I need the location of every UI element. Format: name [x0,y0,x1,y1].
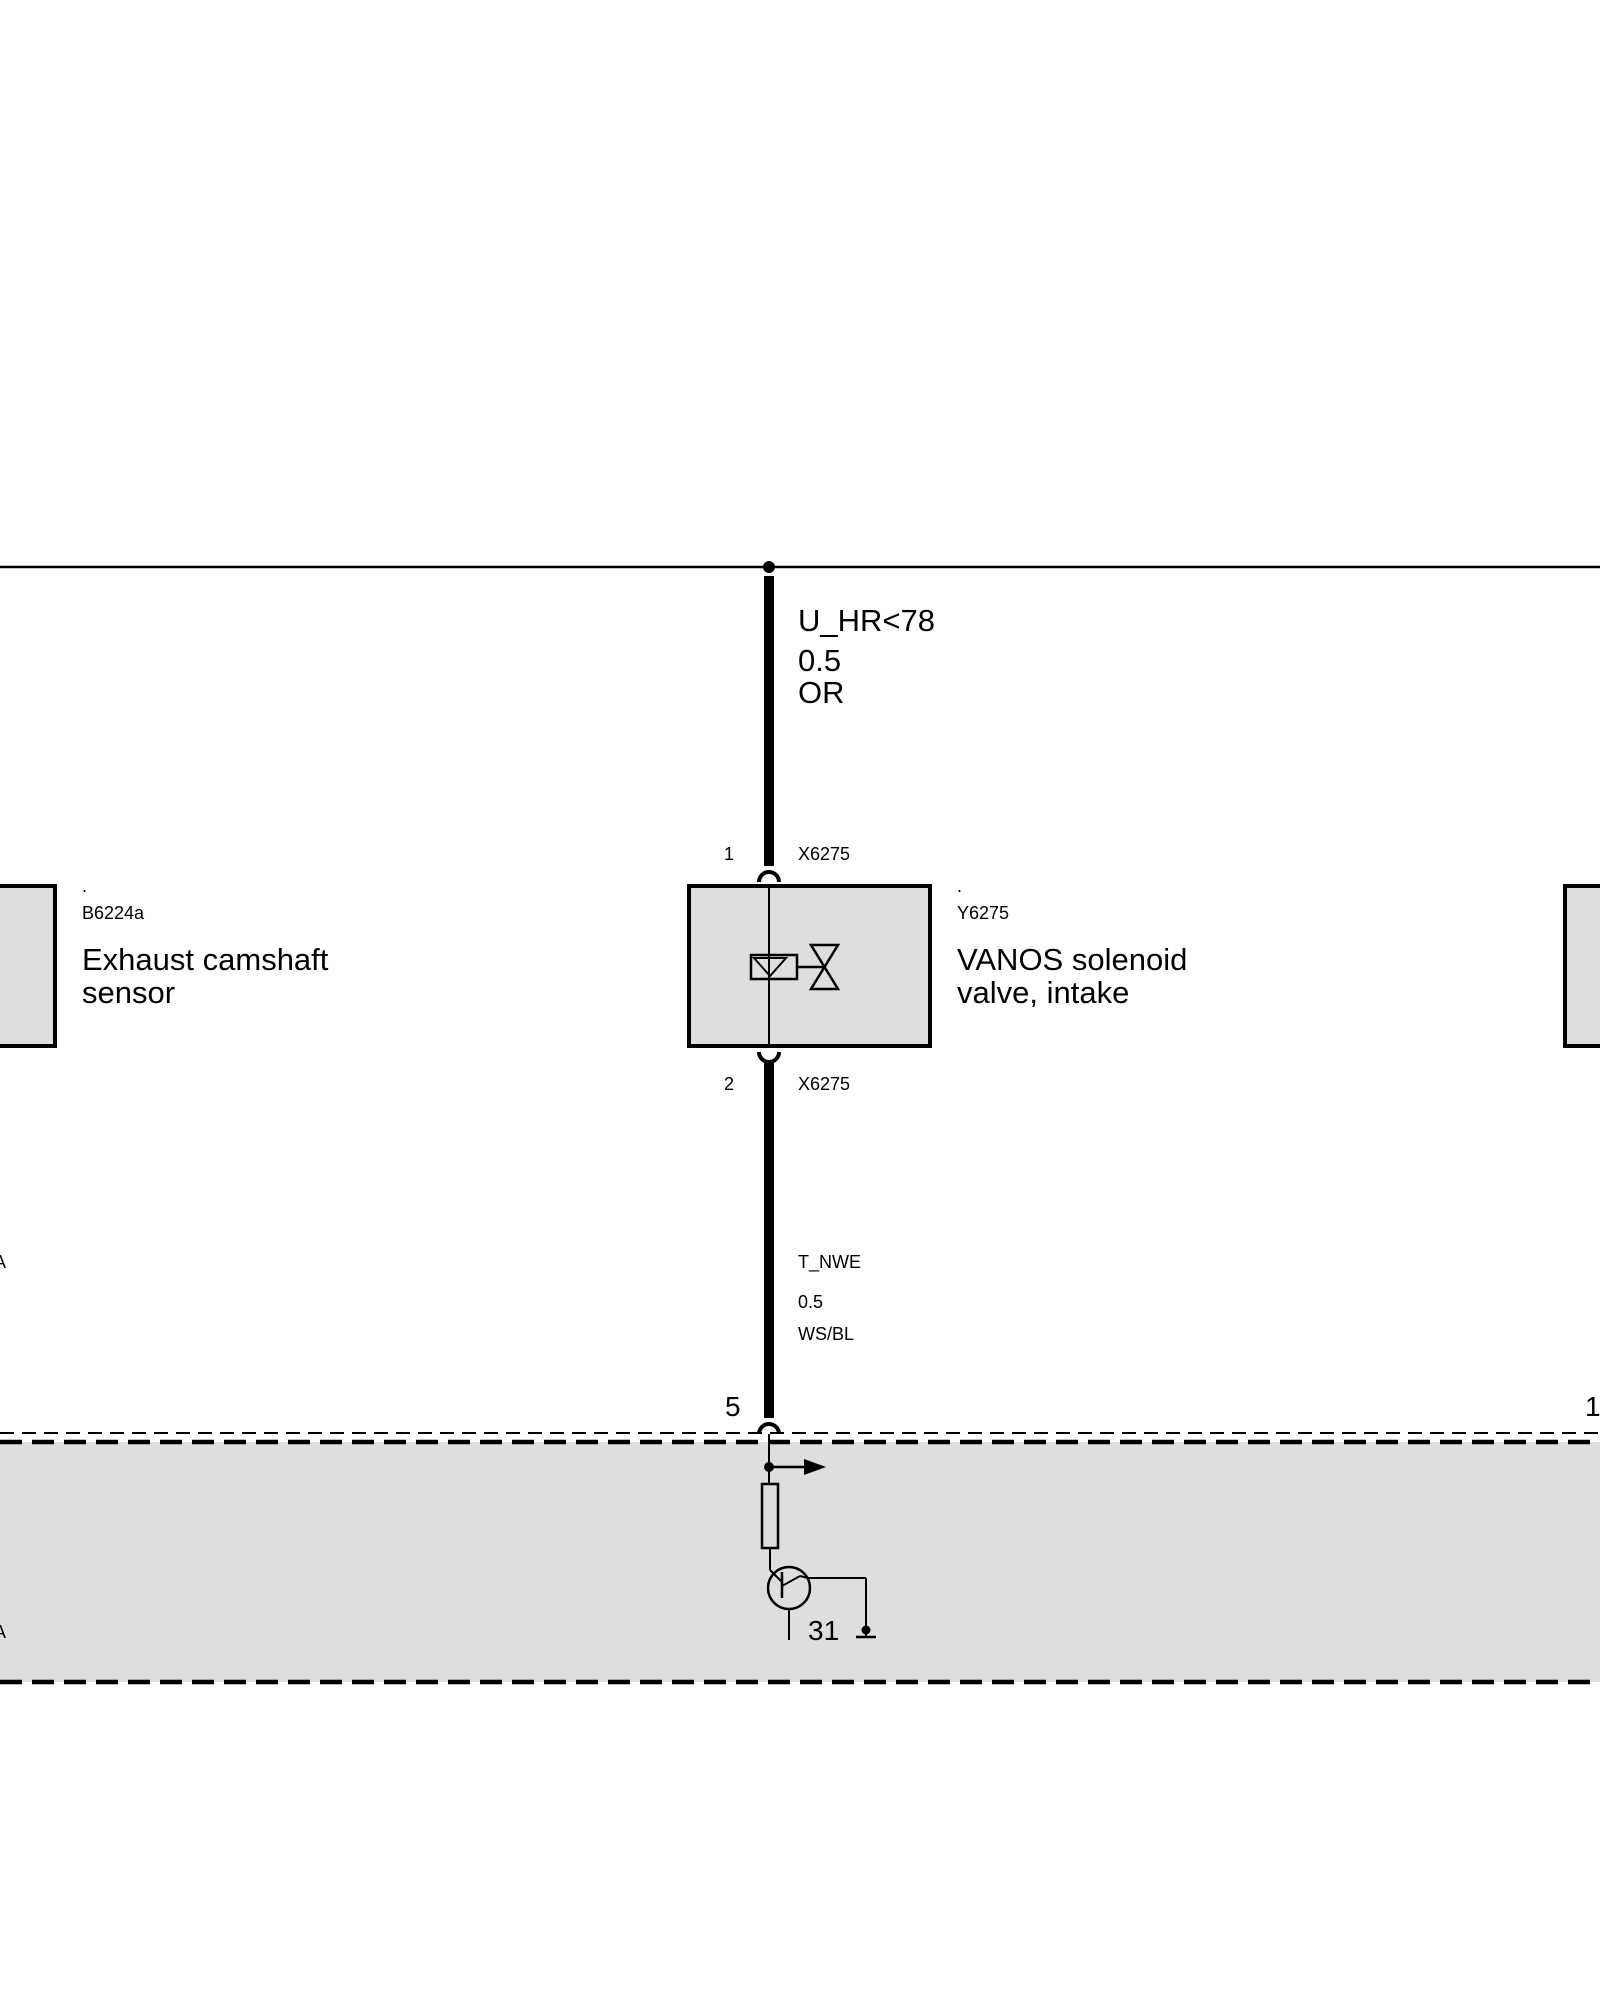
control-unit-pin-right: 1 [1585,1391,1600,1422]
wire-bottom-signal: T_NWE [798,1252,861,1273]
transistor-icon [766,1565,867,1640]
ground-icon [856,1625,876,1639]
center-component-name-line2: valve, intake [957,975,1129,1010]
signal-arrow-icon [804,1459,826,1475]
control-unit-pin-symbol [757,1422,781,1435]
center-component-code: Y6275 [957,903,1009,923]
left-edge-partial-text: A [0,1252,6,1272]
center-component-name-line1: VANOS solenoid [957,942,1187,977]
center-component-dot: . [957,876,962,896]
wire-top-signal: U_HR<78 [798,603,935,638]
wire-top-color: OR [798,675,845,710]
right-component-box [1563,884,1600,1048]
left-component-dot: . [82,876,87,896]
left-component-name-line2: sensor [82,975,175,1010]
control-unit-box [0,1442,1600,1682]
left-component-name-line1: Exhaust camshaft [82,942,329,977]
solenoid-valve-icon [749,943,841,991]
connector-bottom-pin: 2 [724,1074,734,1094]
junction-dot [763,561,775,573]
left-component-code: B6224a [82,903,145,923]
connector-bottom-id: X6275 [798,1074,850,1094]
wire-bottom-gauge: 0.5 [798,1292,823,1312]
control-unit-pin-center: 5 [725,1391,741,1422]
ground-label: 31 [808,1615,839,1646]
wire-bottom-color: WS/BL [798,1324,854,1344]
connector-top-pin: 1 [724,844,734,864]
left-edge-partial-text-2: A [0,1622,6,1642]
connector-top-pin-symbol [757,870,781,883]
connector-top-id: X6275 [798,844,850,864]
wire-top-gauge: 0.5 [798,643,841,678]
left-component-box [0,884,57,1048]
